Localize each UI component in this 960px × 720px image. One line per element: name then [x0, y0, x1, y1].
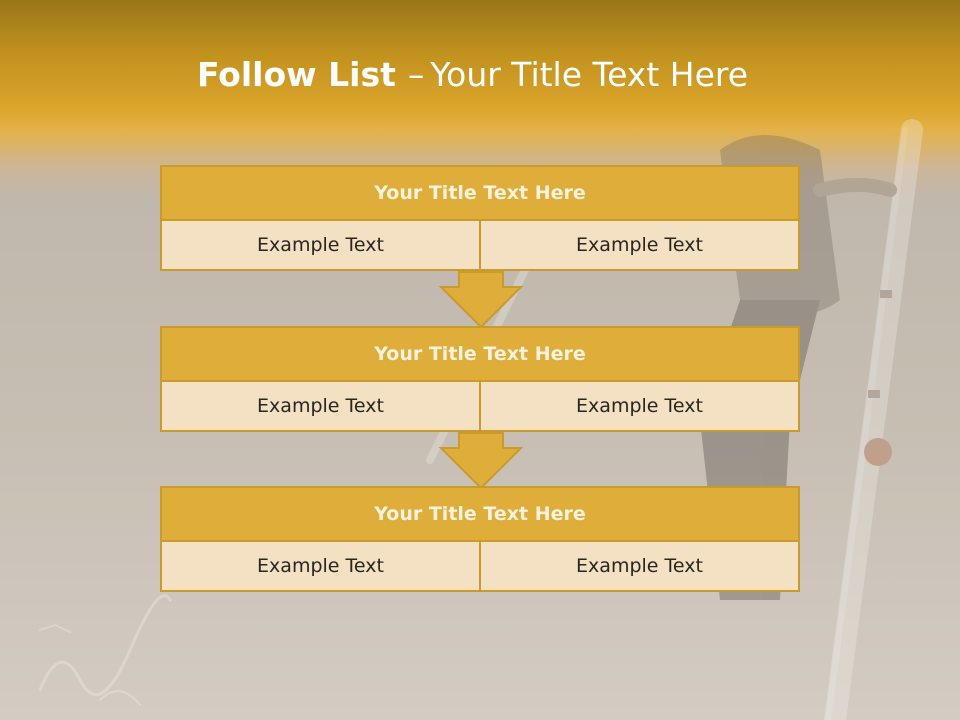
step-1-left-text: Example Text [160, 221, 481, 271]
step-block-2: Your Title Text Here Example Text Exampl… [160, 326, 800, 432]
step-2-left-text: Example Text [160, 382, 481, 432]
step-1-title: Your Title Text Here [160, 165, 800, 221]
step-3-row: Example Text Example Text [160, 542, 800, 592]
slide-title-dash: – [407, 55, 425, 94]
step-block-3: Your Title Text Here Example Text Exampl… [160, 486, 800, 592]
down-arrow-icon [438, 432, 524, 490]
down-arrow-icon [438, 271, 524, 329]
step-2-row: Example Text Example Text [160, 382, 800, 432]
step-1-right-text: Example Text [481, 221, 800, 271]
step-block-1: Your Title Text Here Example Text Exampl… [160, 165, 800, 271]
slide-title-bold: Follow List [196, 55, 396, 94]
slide-title-text: Your Title Text Here [430, 55, 749, 94]
step-1-row: Example Text Example Text [160, 221, 800, 271]
step-3-left-text: Example Text [160, 542, 481, 592]
step-3-right-text: Example Text [481, 542, 800, 592]
slide-title: Follow List–Your Title Text Here [0, 52, 945, 98]
step-3-title: Your Title Text Here [160, 486, 800, 542]
step-2-right-text: Example Text [481, 382, 800, 432]
step-2-title: Your Title Text Here [160, 326, 800, 382]
